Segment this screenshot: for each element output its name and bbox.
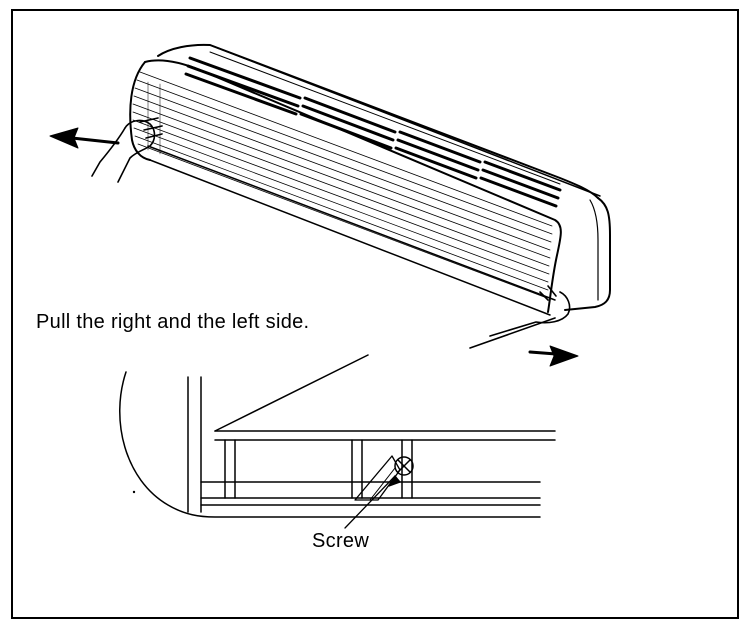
screw-caption: Screw <box>312 530 370 552</box>
air-conditioner-indoor-unit <box>129 43 611 316</box>
right-hand <box>469 285 571 349</box>
front-grille <box>132 71 553 299</box>
right-pull-arrow-icon <box>528 345 579 367</box>
ink-dot <box>132 490 136 494</box>
illustration <box>49 43 611 529</box>
left-hand <box>91 117 163 183</box>
top-louver-slots <box>184 51 562 208</box>
pull-instruction-caption: Pull the right and the left side. <box>36 311 310 333</box>
detail-view <box>119 354 556 518</box>
screw-leader-line <box>344 475 401 529</box>
left-pull-arrow-icon <box>49 127 120 149</box>
screw-icon <box>394 456 414 476</box>
